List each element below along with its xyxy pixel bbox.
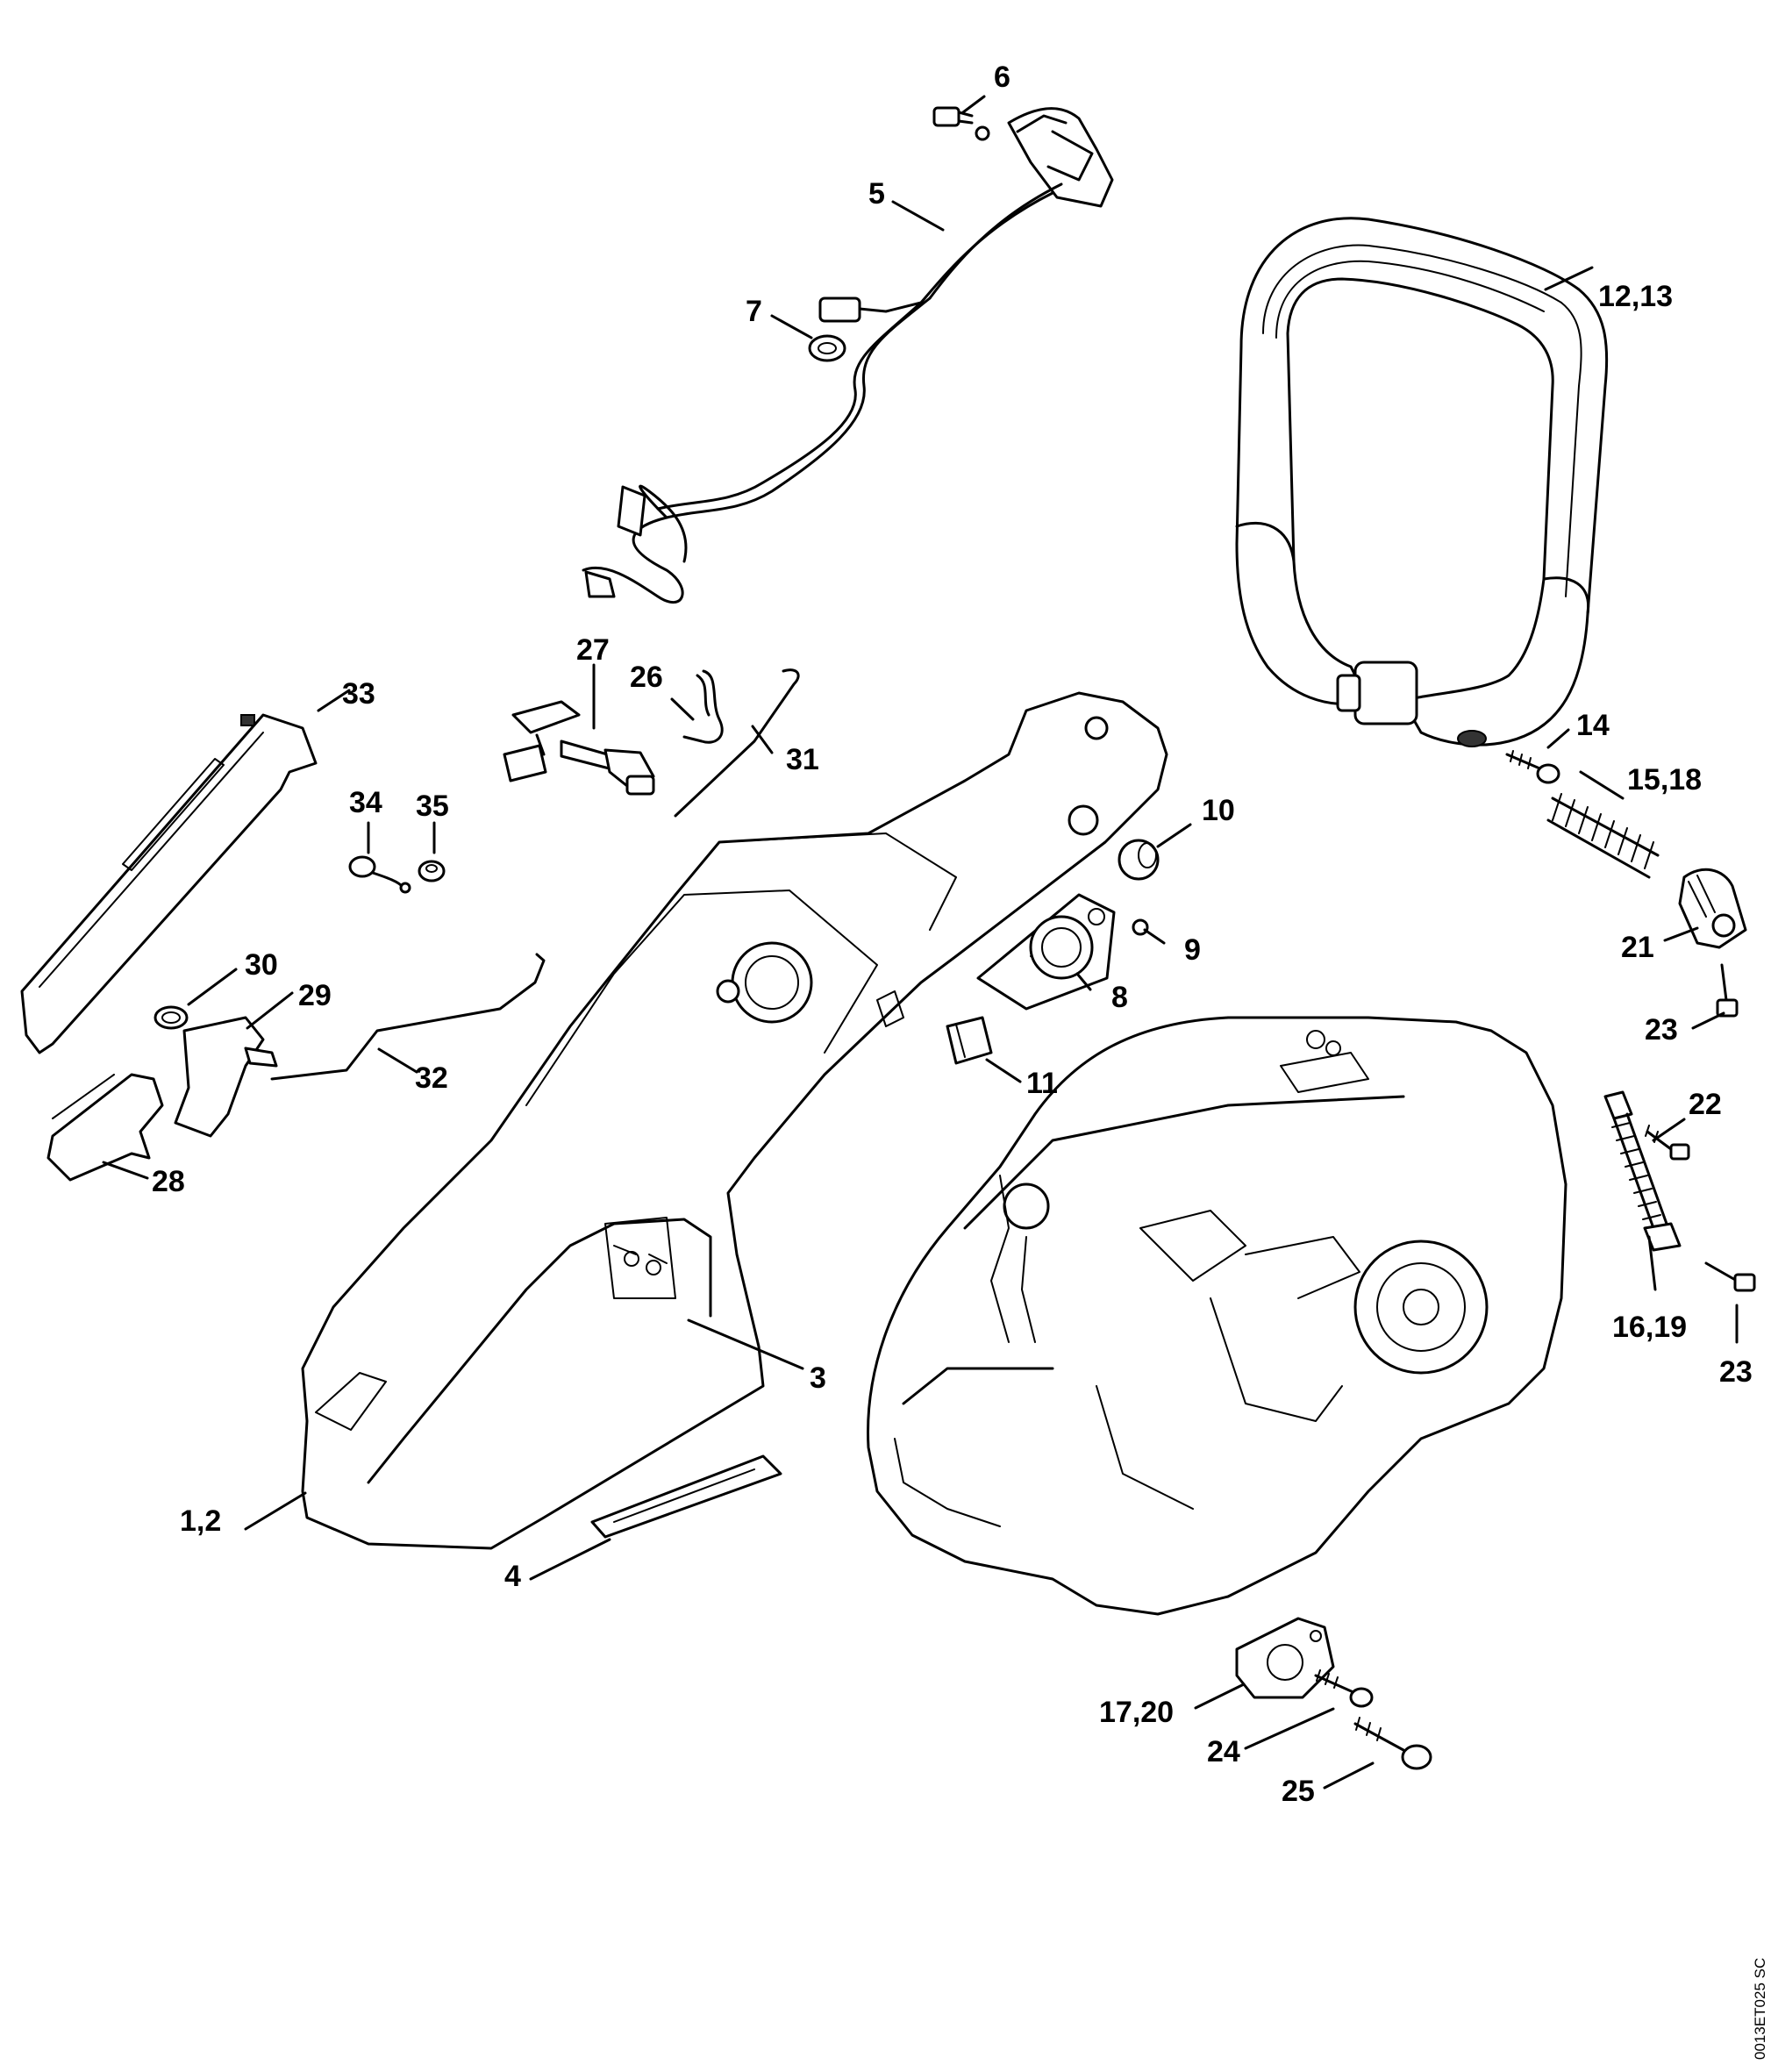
callout-14: 14	[1576, 709, 1610, 742]
callout-35: 35	[416, 790, 449, 823]
callout-24: 24	[1207, 1735, 1240, 1768]
leader-lines	[102, 95, 1739, 1790]
callout-21: 21	[1621, 931, 1654, 964]
callout-25: 25	[1282, 1775, 1315, 1808]
callout-1-2: 1,2	[180, 1504, 221, 1538]
part-32-rod	[270, 953, 546, 1081]
callout-31: 31	[786, 743, 819, 776]
engine-housing	[867, 1016, 1567, 1616]
part-23-screw-lower	[1704, 1261, 1756, 1292]
part-29-interlock-lever	[174, 1016, 278, 1138]
part-35-washer	[418, 860, 446, 882]
part-17-20-plate	[1235, 1617, 1335, 1699]
part-24-screw	[1314, 1669, 1374, 1708]
part-9-nut	[1132, 918, 1149, 936]
callout-23-lower: 23	[1719, 1355, 1753, 1389]
callout-12-13: 12,13	[1598, 280, 1673, 313]
callout-22: 22	[1689, 1088, 1722, 1121]
callout-23-upper: 23	[1645, 1013, 1678, 1047]
part-21-bracket	[1678, 868, 1747, 949]
callout-15-18: 15,18	[1627, 763, 1702, 797]
callout-8: 8	[1111, 981, 1128, 1014]
callout-30: 30	[245, 948, 278, 982]
part-4-sticker	[590, 1454, 782, 1539]
callout-6: 6	[994, 61, 1010, 94]
part-34-clip	[348, 855, 411, 894]
drawing-code: 0013ET025 SC	[1752, 1958, 1768, 2060]
callout-7: 7	[746, 295, 762, 328]
callout-28: 28	[152, 1165, 185, 1198]
part-31-rod	[674, 668, 800, 818]
callout-5: 5	[868, 177, 885, 211]
callout-17-20: 17,20	[1099, 1696, 1174, 1729]
callout-9: 9	[1184, 933, 1201, 967]
callout-27: 27	[576, 633, 610, 667]
part-26-spring	[682, 669, 724, 744]
part-14-screw	[1505, 750, 1560, 784]
callout-4: 4	[504, 1560, 521, 1593]
callout-29: 29	[298, 979, 332, 1012]
part-11-damper	[946, 1016, 993, 1065]
part-27-lever-shaft	[503, 700, 655, 796]
callout-34: 34	[349, 786, 382, 819]
part-23-screw-upper	[1716, 963, 1739, 1018]
callout-33: 33	[342, 677, 375, 711]
callout-16-19: 16,19	[1612, 1311, 1687, 1344]
callout-11: 11	[1026, 1067, 1058, 1100]
part-30-spring	[154, 1005, 189, 1030]
callout-3: 3	[810, 1361, 826, 1395]
callout-10: 10	[1202, 794, 1235, 827]
callout-26: 26	[630, 661, 663, 694]
part-6-screw	[932, 106, 990, 141]
part-15-18-spring	[1546, 793, 1660, 879]
part-28-throttle-trigger	[46, 1073, 164, 1182]
part-16-19-spring	[1603, 1090, 1682, 1252]
part-1-2-handle-housing	[301, 691, 1168, 1550]
part-10-cap	[1118, 839, 1160, 881]
part-25-screw	[1353, 1717, 1432, 1770]
callout-labels: 6 5 7 12,13 27 26 31 33 34 35 10 14 15,1…	[152, 61, 1753, 1808]
part-12-13-handlebar	[1235, 217, 1609, 747]
part-33-cover	[20, 713, 318, 1054]
part-5-wiring-harness	[582, 107, 1114, 604]
part-7-grommet	[808, 334, 846, 362]
callout-32: 32	[415, 1061, 448, 1095]
